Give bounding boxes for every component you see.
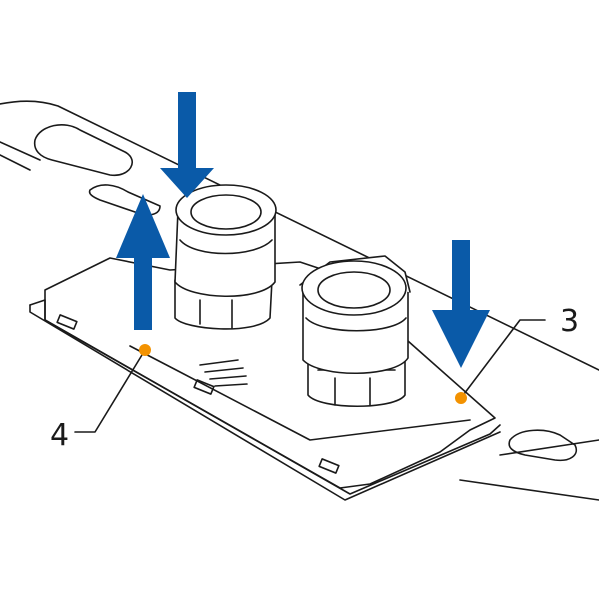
right-connector: [299, 255, 411, 407]
rail-slot-3: [508, 429, 577, 462]
rail-slot-1: [33, 124, 133, 177]
press-down-arrow-left: [160, 92, 214, 198]
callout-label-3: 3: [560, 304, 579, 339]
rail-slot-2: [88, 184, 161, 216]
callout-leader-4: [74, 349, 146, 433]
left-connector: [174, 184, 277, 330]
plate-tab-1: [56, 314, 78, 330]
callout-leader-3: [460, 319, 546, 399]
callout-label-4: 4: [50, 418, 69, 453]
plate-tab-2: [193, 379, 215, 395]
press-down-arrow-right: [432, 240, 490, 368]
marker-4: [139, 344, 151, 356]
lift-up-arrow: [116, 194, 170, 330]
marker-3: [455, 392, 467, 404]
base-plate: [29, 257, 501, 501]
plate-tab-3: [318, 458, 340, 474]
grip-ridges: [199, 359, 248, 387]
mounting-rail: [0, 100, 599, 501]
arrows: [116, 92, 490, 368]
markers: [139, 344, 467, 404]
